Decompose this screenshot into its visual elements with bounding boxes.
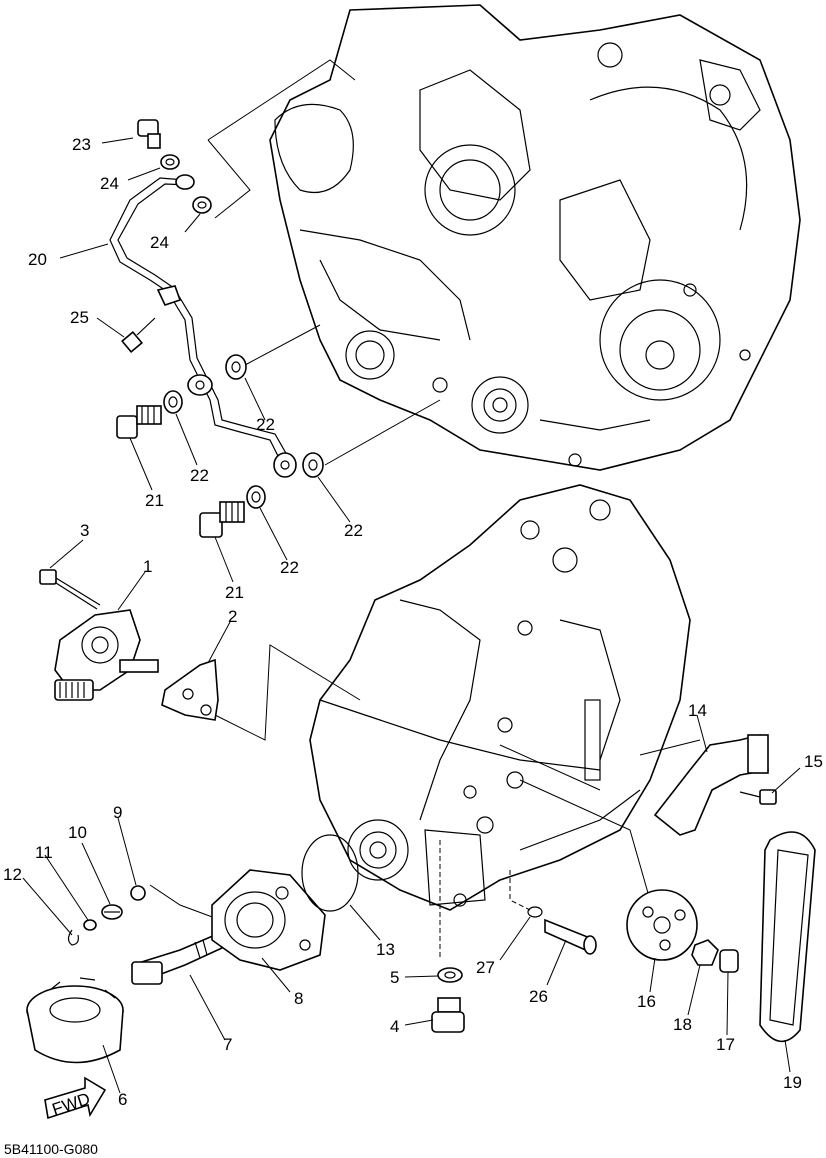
callout-22-a: 22 [256, 415, 275, 434]
callout-16: 16 [637, 992, 656, 1011]
bolt-25 [121, 317, 156, 353]
filter-cover-8 [211, 869, 326, 971]
callout-22-c: 22 [344, 521, 363, 540]
washer-22-b [225, 354, 247, 380]
spring-10 [101, 904, 123, 920]
oil-pump-1 [54, 609, 159, 701]
callout-13: 13 [376, 940, 395, 959]
oil-filter-6 [26, 977, 124, 1064]
chain-19 [759, 831, 816, 1043]
callout-10: 10 [68, 823, 87, 842]
callout-22-b: 22 [190, 466, 209, 485]
copper-washer-24-upper [160, 154, 180, 170]
bolt-15 [739, 789, 777, 805]
callout-8: 8 [294, 989, 303, 1008]
callout-23: 23 [72, 135, 91, 154]
callout-21-upper: 21 [145, 491, 164, 510]
drain-plug-4 [431, 997, 465, 1033]
callout-24-lower: 24 [150, 233, 169, 252]
upper-reference-line [207, 59, 356, 141]
leader-lines [22, 137, 801, 1094]
copper-washer-24-lower [192, 196, 212, 214]
callout-5: 5 [390, 968, 399, 987]
diagram-code: 5B41100-G080 [4, 1141, 98, 1157]
washer-22-a [163, 390, 183, 414]
callout-6: 6 [118, 1090, 127, 1109]
callout-numbers: 1 2 3 4 5 6 7 8 9 10 11 12 13 14 15 16 1… [3, 135, 823, 1109]
callout-24-upper: 24 [100, 174, 119, 193]
callout-17: 17 [716, 1035, 735, 1054]
upper-crankcase [269, 4, 801, 471]
washer-22-c [302, 452, 324, 478]
svg-text:FWD: FWD [50, 1089, 93, 1119]
callout-9: 9 [113, 803, 122, 822]
callout-26: 26 [529, 987, 548, 1006]
washer-11 [83, 919, 97, 931]
o-ring-27 [527, 906, 543, 918]
gasket-2 [161, 658, 219, 721]
o-ring-13 [301, 834, 359, 912]
sprocket-16 [626, 889, 698, 961]
nut-18 [691, 939, 719, 966]
washer-5 [437, 967, 463, 983]
pipe-26 [544, 918, 597, 955]
fwd-arrow: FWD [44, 1076, 107, 1119]
circlip-12 [67, 929, 79, 946]
ball-9 [130, 885, 146, 901]
callout-11: 11 [35, 843, 53, 862]
callout-4: 4 [390, 1017, 399, 1036]
washer-22-d [246, 485, 266, 509]
callout-12: 12 [3, 865, 22, 884]
guide-14 [653, 734, 769, 836]
lower-crankcase [309, 484, 691, 911]
callout-27: 27 [476, 958, 495, 977]
filter-stud-7 [130, 933, 224, 985]
callout-21-lower: 21 [225, 583, 244, 602]
bolt-3 [39, 569, 101, 610]
union-bolt-21-upper [116, 405, 162, 439]
callout-18: 18 [673, 1015, 692, 1034]
callout-15: 15 [804, 752, 823, 771]
oil-delivery-pipe [109, 174, 297, 478]
union-bolt-21-lower [199, 501, 245, 538]
callout-25: 25 [70, 308, 89, 327]
callout-1: 1 [143, 557, 152, 576]
callout-3: 3 [80, 521, 89, 540]
callout-7: 7 [223, 1035, 232, 1054]
callout-22-d: 22 [280, 558, 299, 577]
callout-14: 14 [688, 701, 707, 720]
banjo-bolt-23 [137, 119, 161, 149]
callout-19: 19 [783, 1073, 802, 1092]
washer-17 [719, 949, 739, 973]
callout-20: 20 [28, 250, 47, 269]
callout-2: 2 [228, 607, 237, 626]
